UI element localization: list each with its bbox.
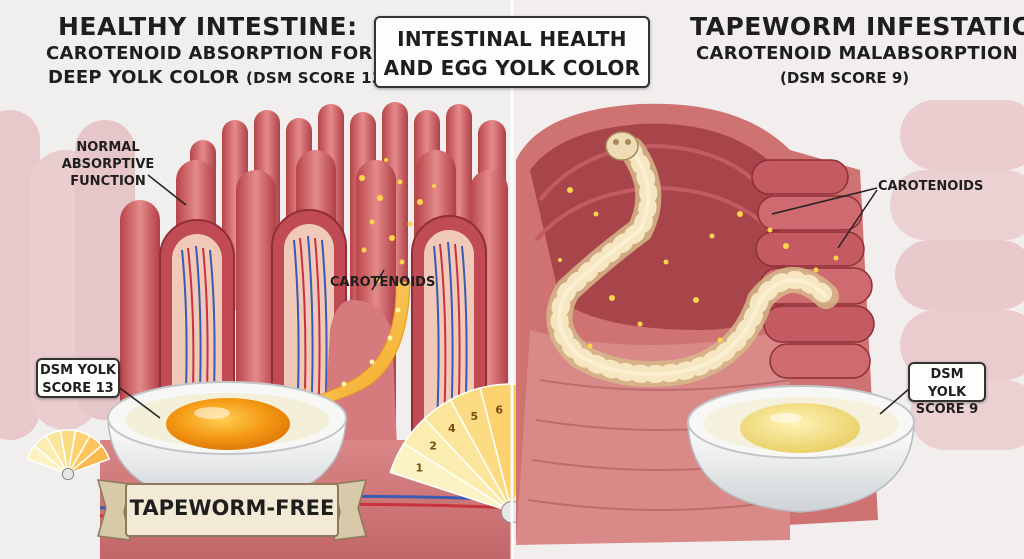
tapeworm — [546, 131, 839, 387]
fan-number: 6 — [495, 403, 503, 416]
callout-normal-line2: ABSORPTIVE — [61, 156, 155, 172]
callout-normal-line3: FUNCTION — [70, 173, 146, 189]
center-title-box: INTESTINAL HEALTH AND EGG YOLK COLOR — [374, 16, 650, 88]
left-heading: HEALTHY INTESTINE: — [58, 12, 358, 41]
center-title-line1: INTESTINAL HEALTH — [397, 27, 627, 51]
fan-swatch — [67, 444, 111, 475]
left-subheading-text: DEEP YOLK COLOR — [48, 67, 240, 88]
right-yolk-box-line2: SCORE 9 — [915, 402, 979, 418]
right-score-note: (DSM SCORE 9) — [780, 69, 910, 87]
callout-normal-absorptive: NORMAL ABSORPTIVE FUNCTION — [60, 140, 156, 191]
dsm-yolk-score-9-box: DSM YOLK SCORE 9 — [908, 362, 986, 417]
fan-number: 2 — [429, 440, 437, 453]
right-yolk-box-line1: DSM YOLK — [927, 367, 967, 400]
callout-normal-line1: NORMAL — [76, 140, 140, 155]
left-yolk-box-line2: SCORE 13 — [42, 380, 114, 396]
callout-carotenoids-left: CAROTENOIDS — [330, 275, 436, 290]
fan-number: 1 — [415, 461, 423, 474]
callout-lines — [119, 174, 911, 419]
left-subheading-line2: DEEP YOLK COLOR (DSM SCORE 13) — [48, 69, 390, 87]
right-heading: TAPEWORM INFESTATION: — [690, 12, 1024, 41]
left-subheading-line1: CAROTENOID ABSORPTION FOR — [46, 43, 373, 64]
callout-carotenoids-right: CAROTENOIDS — [878, 179, 984, 194]
left-yolk-box-line1: DSM YOLK — [40, 363, 116, 378]
egg-bowl-right — [687, 385, 915, 513]
banner-label: TAPEWORM-FREE — [129, 496, 335, 520]
right-subheading: CAROTENOID MALABSORPTION — [696, 43, 1018, 64]
dsm-yolk-score-13-box: DSM YOLK SCORE 13 — [36, 358, 120, 398]
tapeworm-free-banner — [96, 479, 368, 541]
fan-number: 5 — [470, 410, 478, 423]
carotenoid-particles-right — [558, 187, 839, 349]
left-score-note: (DSM SCORE 13) — [245, 69, 390, 87]
center-title-line2: AND EGG YOLK COLOR — [383, 56, 641, 80]
small-color-fan — [25, 429, 111, 481]
fan-number: 4 — [448, 422, 456, 435]
fan-hub — [61, 467, 75, 481]
